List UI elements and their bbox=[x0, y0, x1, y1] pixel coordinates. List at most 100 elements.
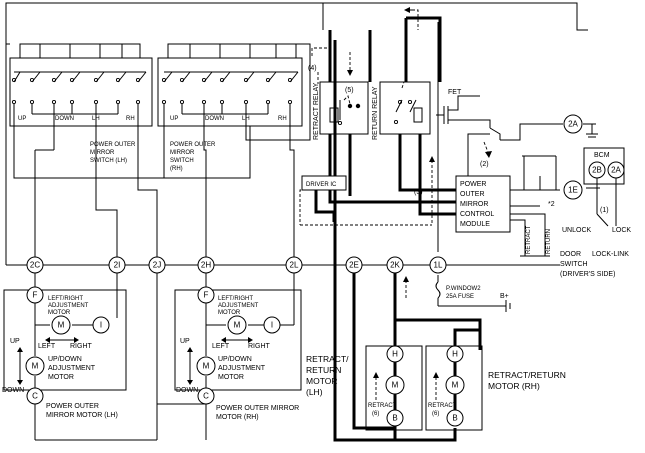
motor-rh-terminal-c: C bbox=[203, 392, 209, 401]
door-switch-line-2: LOCK-LINK bbox=[592, 251, 629, 258]
motor-lh-lr-1: LEFT/RIGHT bbox=[48, 296, 83, 302]
module-line-3: MIRROR bbox=[460, 201, 488, 208]
motor-lh-ud-2: ADJUSTMENT bbox=[48, 365, 96, 372]
retract-motor-rh-1: RETRACT/RETURN bbox=[488, 370, 566, 380]
motor-rh-ud-3: MOTOR bbox=[218, 374, 244, 381]
control-module: POWER OUTER MIRROR CONTROL MODULE (3) (2… bbox=[414, 127, 560, 240]
motor-rh-terminal-i: I bbox=[271, 321, 273, 330]
retract-rh-note: (6) bbox=[432, 411, 439, 417]
motor-lh-lr-2: ADJUSTMENT bbox=[48, 303, 89, 309]
bcm-lock: LOCK bbox=[612, 227, 631, 234]
switch-rh-lh-label: LH bbox=[242, 116, 250, 122]
relay-block: (4) RETRACT RELAY (5) RETURN RELAY FET bbox=[308, 47, 491, 140]
motor-lh-ud-symbol: M bbox=[32, 362, 39, 371]
switch-rh-title-1: POWER OUTER bbox=[170, 142, 216, 148]
motor-lh-right: RIGHT bbox=[70, 343, 93, 350]
module-note-star2: *2 bbox=[548, 201, 555, 208]
terminal-2c: 2C bbox=[30, 261, 40, 270]
motor-rh-left: LEFT bbox=[212, 343, 230, 350]
switch-lh-lh-label: LH bbox=[92, 116, 100, 122]
motor-lh-lr-3: MOTOR bbox=[48, 310, 71, 316]
motor-rh-lr-1: LEFT/RIGHT bbox=[218, 296, 253, 302]
switch-rh-title-4: (RH) bbox=[170, 166, 183, 172]
bcm: BCM (1) UNLOCK LOCK bbox=[562, 147, 631, 234]
switch-rh-rh-label: RH bbox=[278, 116, 287, 122]
module-note-3: (3) bbox=[414, 189, 423, 196]
motor-rh-ud-1: UP/DOWN bbox=[218, 356, 252, 363]
connector-row: 2C 2I 2J 2H 2L 2E 2K 1L 2A 1E 2B 2A bbox=[26, 114, 625, 274]
main-bus-wires bbox=[5, 2, 588, 266]
bcm-terminal-2a: 2A bbox=[611, 166, 621, 175]
motor-rh-up: UP bbox=[180, 338, 190, 345]
terminal-1e: 1E bbox=[568, 186, 578, 195]
retract-rh-label: RETRACT bbox=[428, 403, 457, 409]
bcm-unlock: UNLOCK bbox=[562, 227, 592, 234]
motor-rh-lr-2: ADJUSTMENT bbox=[218, 303, 259, 309]
terminal-2j: 2J bbox=[153, 261, 161, 270]
terminal-2a bbox=[500, 123, 598, 141]
module-line-1: POWER bbox=[460, 181, 486, 188]
retract-motor-lh: H M B RETRACT (6) bbox=[365, 345, 423, 431]
retract-motor-labels: RETRACT/ RETURN MOTOR (LH) RETRACT/RETUR… bbox=[306, 354, 566, 397]
motor-rh-lr-symbol: M bbox=[234, 321, 241, 330]
retract-rh-terminal-h: H bbox=[452, 350, 458, 359]
motor-rh-terminal-f: F bbox=[204, 291, 209, 300]
fuse-line-2: 25A FUSE bbox=[446, 294, 474, 300]
return-relay-label: RETURN RELAY bbox=[372, 86, 379, 140]
fet-label: FET bbox=[448, 89, 462, 96]
motor-lh-title-1: POWER OUTER bbox=[46, 403, 99, 410]
bcm-label: BCM bbox=[594, 152, 610, 159]
door-switch-retract: RETRACT bbox=[526, 225, 532, 254]
motor-lh-terminal-i: I bbox=[100, 321, 102, 330]
terminal-2a: 2A bbox=[568, 120, 578, 129]
flow-arrows bbox=[299, 7, 435, 300]
motor-rh-down: DOWN bbox=[176, 387, 198, 394]
retract-motor-lh-3: MOTOR bbox=[306, 376, 337, 386]
retract-lh-terminal-h: H bbox=[392, 350, 398, 359]
switch-rh-up-label: UP bbox=[170, 116, 178, 122]
terminal-2i: 2I bbox=[114, 261, 121, 270]
motor-lh-terminal-f: F bbox=[33, 291, 38, 300]
module-line-5: MODULE bbox=[460, 221, 490, 228]
retract-rh-terminal-b: B bbox=[452, 414, 457, 423]
retract-motor-lh-1: RETRACT/ bbox=[306, 354, 349, 364]
door-switch-line-4: (DRIVER'S SIDE) bbox=[560, 271, 615, 278]
switch-rh-title-3: SWITCH bbox=[170, 158, 194, 164]
driver-ic-label: DRIVER IC bbox=[306, 182, 337, 188]
motor-lh-left: LEFT bbox=[38, 343, 56, 350]
terminal-2h: 2H bbox=[201, 261, 211, 270]
motor-lh-lr-symbol: M bbox=[58, 321, 65, 330]
fuse-line-1: P.WINDOW2 bbox=[446, 286, 481, 292]
retract-rh-motor-symbol: M bbox=[452, 381, 459, 390]
door-switch-return: RETURN bbox=[546, 229, 552, 254]
retract-relay-label: RETRACT RELAY bbox=[313, 82, 320, 140]
motor-rh-ud-symbol: M bbox=[203, 362, 210, 371]
terminal-1l: 1L bbox=[434, 261, 443, 270]
motor-lh-up: UP bbox=[10, 338, 20, 345]
mirror-switch-rh: UP DOWN LH RH POWER OUTER MIRROR SWITCH … bbox=[157, 43, 311, 265]
terminal-2l: 2L bbox=[290, 261, 299, 270]
fuse-battery: P.WINDOW2 25A FUSE B+ bbox=[435, 22, 511, 312]
bcm-terminal-2b: 2B bbox=[592, 166, 602, 175]
retract-lh-terminal-b: B bbox=[392, 414, 397, 423]
switch-lh-title-3: SWITCH (LH) bbox=[90, 158, 127, 164]
motor-rh-ud-2: ADJUSTMENT bbox=[218, 365, 266, 372]
motor-lh-title-2: MIRROR MOTOR (LH) bbox=[46, 412, 118, 419]
switch-lh-title-2: MIRROR bbox=[90, 150, 115, 156]
motor-lh-terminal-c: C bbox=[32, 392, 38, 401]
door-switch-line-3: SWITCH bbox=[560, 261, 588, 268]
switch-rh-down-label: DOWN bbox=[205, 116, 224, 122]
door-switch-line-1: DOOR bbox=[560, 251, 581, 258]
module-note-2: (2) bbox=[480, 161, 489, 168]
bcm-note-1: (1) bbox=[600, 207, 609, 214]
battery-label: B+ bbox=[500, 293, 509, 300]
door-lock-link-switch: RETRACT RETURN DOOR LOCK-LINK SWITCH (DR… bbox=[520, 225, 629, 278]
module-line-4: CONTROL bbox=[460, 211, 494, 218]
retract-lh-note: (6) bbox=[372, 411, 379, 417]
motor-rh-lr-3: MOTOR bbox=[218, 310, 241, 316]
retract-motor-lh-4: (LH) bbox=[306, 387, 323, 397]
retract-motor-rh-2: MOTOR (RH) bbox=[488, 381, 540, 391]
motor-lh-down: DOWN bbox=[2, 387, 24, 394]
retract-lh-label: RETRACT bbox=[368, 403, 397, 409]
